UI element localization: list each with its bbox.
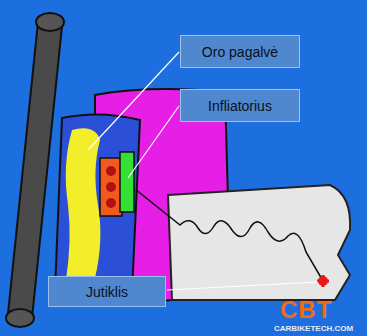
watermark-logo: CBT <box>280 296 332 324</box>
sensor <box>318 276 328 286</box>
callout-label: Oro pagalvė <box>202 44 278 60</box>
inflator <box>120 152 134 212</box>
sensor-housing <box>168 185 350 300</box>
callout-label: Jutiklis <box>86 284 128 300</box>
callout-box: Jutiklis <box>48 276 166 307</box>
airbag <box>66 128 101 282</box>
leader-lines <box>88 52 318 290</box>
callout-box: Oro pagalvė <box>180 35 300 68</box>
callout-box: Infliatorius <box>180 89 300 122</box>
inflator-body <box>100 158 122 216</box>
airbag-module <box>55 114 140 295</box>
watermark: CARBIKETECH.COM <box>274 324 353 333</box>
callout-label: Infliatorius <box>208 98 272 114</box>
sensor-wire <box>130 185 323 281</box>
